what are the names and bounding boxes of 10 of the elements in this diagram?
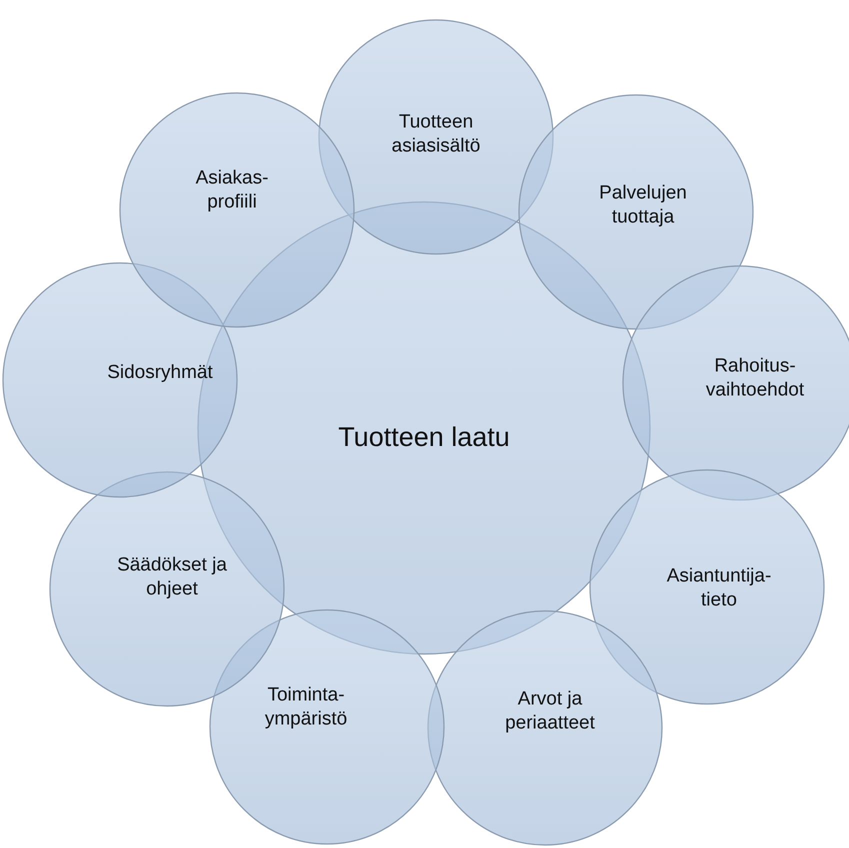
circle-label: Säädökset ja ohjeet: [117, 553, 227, 601]
circle-label: Toiminta- ympäristö: [264, 683, 348, 731]
circle-label: Asiakas- profiili: [194, 166, 270, 214]
circle-label: Palvelujen tuottaja: [598, 181, 688, 229]
circle-label: Tuotteen laatu: [337, 421, 511, 454]
circle-label: Arvot ja periaatteet: [504, 687, 596, 735]
circle-label: Sidosryhmät: [106, 361, 214, 385]
circle-label: Rahoitus- vaihtoehdot: [704, 354, 806, 402]
circle-label: Tuotteen asiasisältö: [390, 110, 482, 158]
circle-label: Asiantuntija- tieto: [666, 564, 772, 612]
